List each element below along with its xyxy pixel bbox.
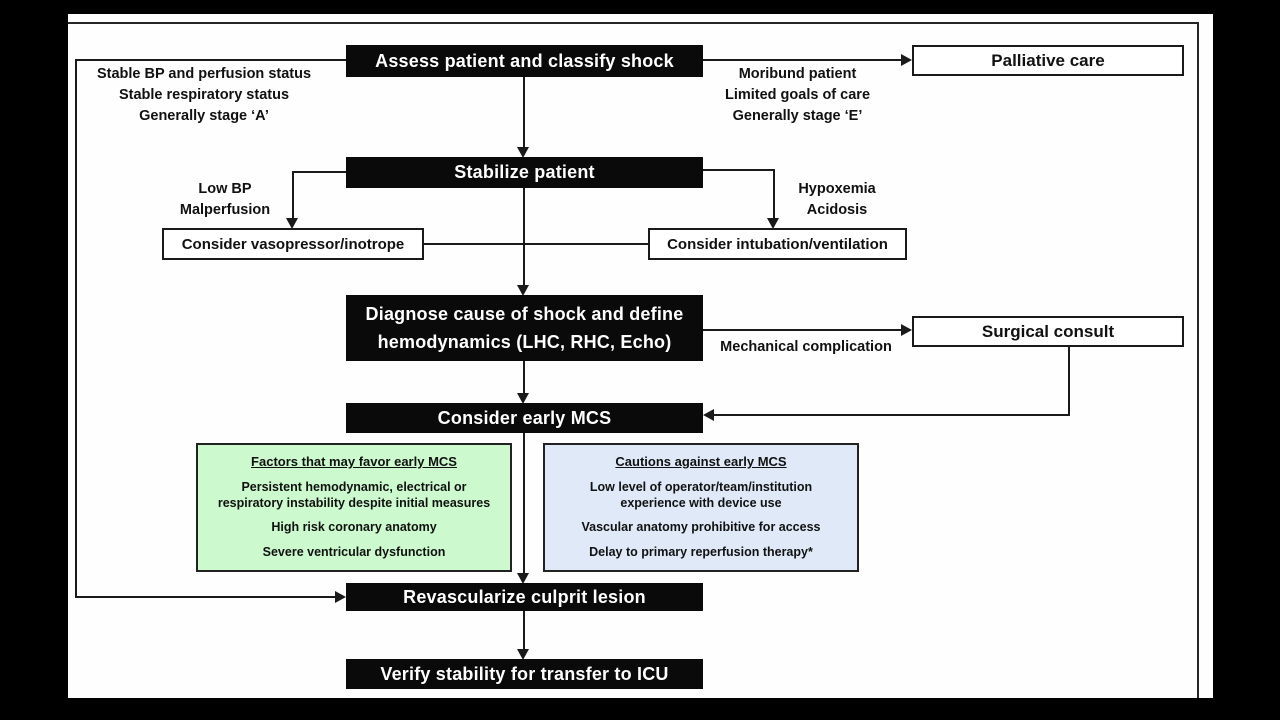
annotation-hypoxemia-line2: Acidosis [806, 202, 868, 218]
node-early-mcs-label: Consider early MCS [437, 407, 612, 428]
slide-frame-right [1197, 22, 1199, 698]
connector-vasopressor-intubation [420, 243, 648, 245]
node-stabilize: Stabilize patient [346, 157, 703, 188]
panel-favor-item-2: High risk coronary anatomy [271, 520, 437, 535]
panel-factors-favor-mcs: Factors that may favor early MCS Persist… [196, 443, 512, 572]
annotation-mechanical-text: Mechanical complication [720, 339, 892, 355]
node-diagnose-label-line2: hemodynamics (LHC, RHC, Echo) [377, 332, 672, 352]
connector-assess-stabilize [523, 77, 525, 148]
annotation-hypoxemia-line1: Hypoxemia [798, 181, 876, 197]
connector-diagnose-surgical [703, 329, 902, 331]
annotation-low-bp-line2: Malperfusion [179, 202, 271, 218]
annotation-low-bp: Low BP Malperfusion [160, 179, 290, 221]
connector-stabilize-intubation-v [773, 169, 775, 219]
connector-stabilize-intubation-h [703, 169, 775, 171]
annotation-stable-path: Stable BP and perfusion status Stable re… [88, 64, 320, 127]
node-surgical: Surgical consult [912, 316, 1184, 347]
panel-caution-item-2: Vascular anatomy prohibitive for access [581, 520, 821, 535]
arrowhead-into-palliative [901, 54, 912, 66]
annotation-hypoxemia: Hypoxemia Acidosis [778, 179, 896, 221]
arrowhead-into-verify [517, 649, 529, 660]
panel-favor-item-1: Persistent hemodynamic, electrical or re… [217, 479, 491, 511]
connector-surgical-mcs-h [713, 414, 1070, 416]
node-vasopressor: Consider vasopressor/inotrope [162, 228, 424, 260]
node-palliative-label: Palliative care [991, 50, 1105, 70]
annotation-moribund-line2: Limited goals of care [724, 87, 871, 103]
panel-favor-item-3: Severe ventricular dysfunction [262, 544, 446, 559]
annotation-mechanical-complication: Mechanical complication [710, 337, 902, 358]
node-revascularize: Revascularize culprit lesion [346, 583, 703, 611]
annotation-stable-line3: Generally stage ‘A’ [139, 108, 269, 124]
connector-assess-bypass-bottom [75, 596, 337, 598]
annotation-moribund-path: Moribund patient Limited goals of care G… [710, 64, 885, 127]
arrowhead-into-mcs-right [703, 409, 714, 421]
arrowhead-into-revascularize-top [517, 573, 529, 584]
panel-caution-title: Cautions against early MCS [615, 454, 787, 469]
node-verify: Verify stability for transfer to ICU [346, 659, 703, 689]
node-palliative: Palliative care [912, 45, 1184, 76]
connector-stabilize-vasopressor-h [292, 171, 346, 173]
arrowhead-into-diagnose [517, 285, 529, 296]
arrowhead-into-surgical [901, 324, 912, 336]
annotation-moribund-line1: Moribund patient [738, 66, 857, 82]
connector-assess-bypass-top [75, 59, 346, 61]
node-vasopressor-label: Consider vasopressor/inotrope [181, 235, 405, 253]
connector-assess-bypass-vertical [75, 59, 77, 598]
node-diagnose: Diagnose cause of shock and define hemod… [346, 295, 703, 361]
annotation-low-bp-line1: Low BP [198, 181, 252, 197]
annotation-stable-line2: Stable respiratory status [118, 87, 290, 103]
node-intubation-label: Consider intubation/ventilation [667, 235, 888, 253]
connector-assess-palliative [703, 59, 902, 61]
node-surgical-label: Surgical consult [981, 321, 1115, 341]
annotation-moribund-line3: Generally stage ‘E’ [732, 108, 863, 124]
connector-diagnose-mcs [523, 361, 525, 394]
node-diagnose-label-line1: Diagnose cause of shock and define [365, 304, 684, 324]
connector-stabilize-diagnose [523, 188, 525, 286]
arrowhead-into-vasopressor [286, 218, 298, 229]
slide-frame-top [68, 22, 1199, 24]
arrowhead-into-stabilize [517, 147, 529, 158]
node-intubation: Consider intubation/ventilation [648, 228, 907, 260]
panel-caution-item-1: Low level of operator/team/institution e… [589, 479, 813, 511]
panel-favor-title: Factors that may favor early MCS [251, 454, 457, 469]
connector-revascularize-verify [523, 611, 525, 650]
connector-surgical-mcs-v [1068, 347, 1070, 416]
panel-cautions-against-mcs: Cautions against early MCS Low level of … [543, 443, 859, 572]
annotation-stable-line1: Stable BP and perfusion status [96, 66, 312, 82]
panel-caution-item-3: Delay to primary reperfusion therapy* [589, 544, 813, 559]
node-assess-label: Assess patient and classify shock [375, 50, 674, 71]
connector-stabilize-vasopressor-v [292, 171, 294, 219]
arrowhead-into-mcs [517, 393, 529, 404]
node-stabilize-label: Stabilize patient [454, 162, 595, 182]
node-early-mcs: Consider early MCS [346, 403, 703, 433]
node-verify-label: Verify stability for transfer to ICU [380, 663, 669, 684]
connector-mcs-revascularize [523, 433, 525, 574]
arrowhead-into-revascularize-left [335, 591, 346, 603]
arrowhead-into-intubation [767, 218, 779, 229]
node-revascularize-label: Revascularize culprit lesion [403, 586, 646, 607]
node-assess: Assess patient and classify shock [346, 45, 703, 77]
